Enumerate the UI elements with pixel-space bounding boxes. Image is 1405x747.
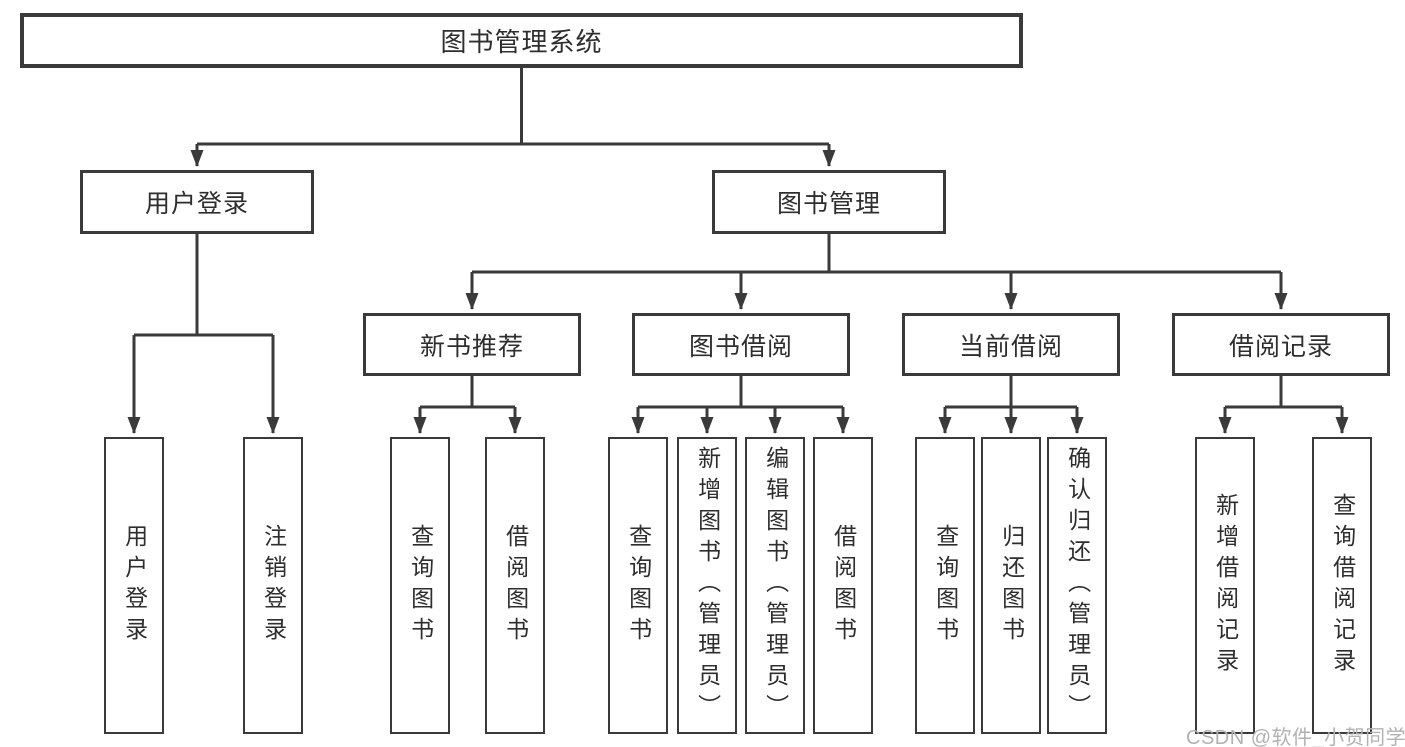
- leaf-confirm-return-admin: 确认归还（管理员）: [1047, 437, 1107, 734]
- node-label: 新增借阅记录: [1212, 492, 1239, 679]
- node-label: 查询借阅记录: [1329, 492, 1356, 679]
- node-library-management-system: 图书管理系统: [20, 13, 1023, 68]
- leaf-query-books-recommendation: 查询图书: [390, 437, 450, 734]
- node-borrowing-records: 借阅记录: [1172, 313, 1390, 376]
- leaf-user-login: 用户登录: [104, 437, 164, 734]
- leaf-return-books: 归还图书: [981, 437, 1041, 734]
- node-label: 注销登录: [260, 523, 287, 648]
- leaf-edit-books-admin: 编辑图书（管理员）: [745, 437, 805, 734]
- node-label: 借阅图书: [830, 523, 857, 648]
- node-new-book-recommendation: 新书推荐: [363, 313, 581, 376]
- node-label: 借阅记录: [1228, 332, 1333, 361]
- node-label: 用户登录: [144, 190, 249, 218]
- node-label: 新书推荐: [419, 332, 524, 361]
- leaf-borrow-books-recommendation: 借阅图书: [485, 437, 545, 734]
- leaf-query-books-current: 查询图书: [915, 437, 975, 734]
- node-book-borrowing: 图书借阅: [632, 313, 850, 376]
- node-label: 查询图书: [625, 523, 652, 648]
- node-label: 查询图书: [407, 523, 434, 648]
- watermark-text: CSDN @软件_小贺同学: [1186, 727, 1405, 747]
- node-label: 编辑图书（管理员）: [762, 446, 789, 725]
- node-label: 新增图书（管理员）: [694, 446, 721, 725]
- node-current-borrowing: 当前借阅: [902, 313, 1120, 376]
- node-label: 图书管理: [776, 190, 881, 218]
- node-label: 确认归还（管理员）: [1064, 446, 1091, 725]
- leaf-query-borrow-record: 查询借阅记录: [1312, 437, 1372, 734]
- node-book-management-branch: 图书管理: [712, 170, 946, 234]
- leaf-query-books-borrowing: 查询图书: [608, 437, 668, 734]
- node-label: 归还图书: [998, 523, 1025, 648]
- node-label: 借阅图书: [502, 523, 529, 648]
- node-label: 用户登录: [121, 523, 148, 648]
- leaf-add-borrow-record: 新增借阅记录: [1195, 437, 1255, 734]
- leaf-add-books-admin: 新增图书（管理员）: [677, 437, 737, 734]
- node-user-login-branch: 用户登录: [80, 170, 314, 234]
- leaf-logout: 注销登录: [243, 437, 303, 734]
- leaf-borrow-books-borrowing: 借阅图书: [813, 437, 873, 734]
- node-label: 查询图书: [932, 523, 959, 648]
- node-label: 图书管理系统: [440, 27, 603, 57]
- node-label: 当前借阅: [958, 332, 1063, 361]
- node-label: 图书借阅: [688, 332, 793, 361]
